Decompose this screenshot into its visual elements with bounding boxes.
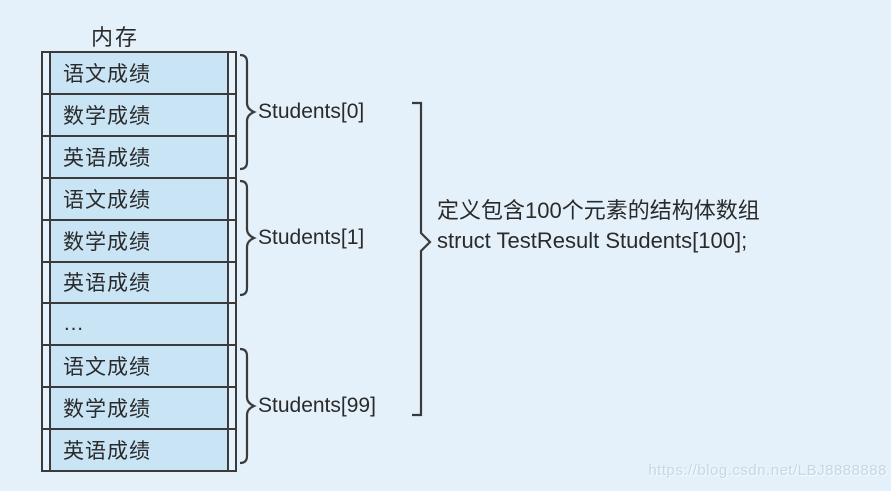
memory-cell: 英语成绩 bbox=[49, 136, 229, 177]
memory-cell-label: … bbox=[63, 312, 85, 336]
memory-cell: 数学成绩 bbox=[49, 220, 229, 261]
memory-table-row: 数学成绩 bbox=[43, 388, 235, 431]
memory-cell: … bbox=[49, 304, 229, 345]
memory-table-row: … bbox=[43, 304, 235, 347]
memory-cell: 英语成绩 bbox=[49, 430, 229, 471]
array-definition-annotation: 定义包含100个元素的结构体数组 struct TestResult Stude… bbox=[437, 196, 760, 256]
memory-table-row: 语文成绩 bbox=[43, 53, 235, 95]
memory-cell: 语文成绩 bbox=[49, 346, 229, 387]
memory-table-row: 英语成绩 bbox=[43, 262, 235, 305]
brace-students-99 bbox=[239, 347, 257, 465]
brace-students-1 bbox=[239, 179, 257, 297]
memory-cell-label: 英语成绩 bbox=[63, 146, 151, 170]
memory-title: 内存 bbox=[91, 25, 140, 50]
group-label-students-0: Students[0] bbox=[258, 100, 365, 123]
memory-cell: 英语成绩 bbox=[49, 262, 229, 303]
memory-cell: 语文成绩 bbox=[49, 53, 229, 93]
group-label-students-1: Students[1] bbox=[258, 226, 365, 249]
memory-cell-label: 英语成绩 bbox=[63, 272, 151, 296]
brace-students-0 bbox=[239, 53, 257, 171]
memory-cell-label: 数学成绩 bbox=[63, 230, 151, 254]
memory-table-row: 英语成绩 bbox=[43, 430, 235, 471]
memory-cell: 数学成绩 bbox=[49, 94, 229, 135]
memory-table-row: 语文成绩 bbox=[43, 178, 235, 221]
annotation-line-1: 定义包含100个元素的结构体数组 bbox=[437, 198, 760, 223]
memory-cell-label: 语文成绩 bbox=[63, 356, 151, 380]
annotation-line-2: struct TestResult Students[100]; bbox=[437, 228, 748, 253]
memory-cell-label: 数学成绩 bbox=[63, 104, 151, 128]
memory-cell-label: 语文成绩 bbox=[63, 188, 151, 212]
memory-table: 语文成绩 数学成绩 英语成绩 语文成绩 bbox=[41, 51, 237, 472]
memory-cell-label: 语文成绩 bbox=[63, 62, 151, 86]
memory-cell-label: 数学成绩 bbox=[63, 398, 151, 422]
memory-table-row: 数学成绩 bbox=[43, 94, 235, 137]
memory-cell-label: 英语成绩 bbox=[63, 440, 151, 464]
memory-cell: 语文成绩 bbox=[49, 178, 229, 219]
memory-cell: 数学成绩 bbox=[49, 388, 229, 429]
memory-table-row: 数学成绩 bbox=[43, 220, 235, 263]
group-label-students-99: Students[99] bbox=[258, 394, 376, 417]
watermark-url: https://blog.csdn.net/LBJ8888888 bbox=[648, 462, 887, 479]
memory-table-row: 英语成绩 bbox=[43, 136, 235, 179]
bracket-array-group bbox=[412, 101, 432, 417]
memory-table-row: 语文成绩 bbox=[43, 346, 235, 389]
